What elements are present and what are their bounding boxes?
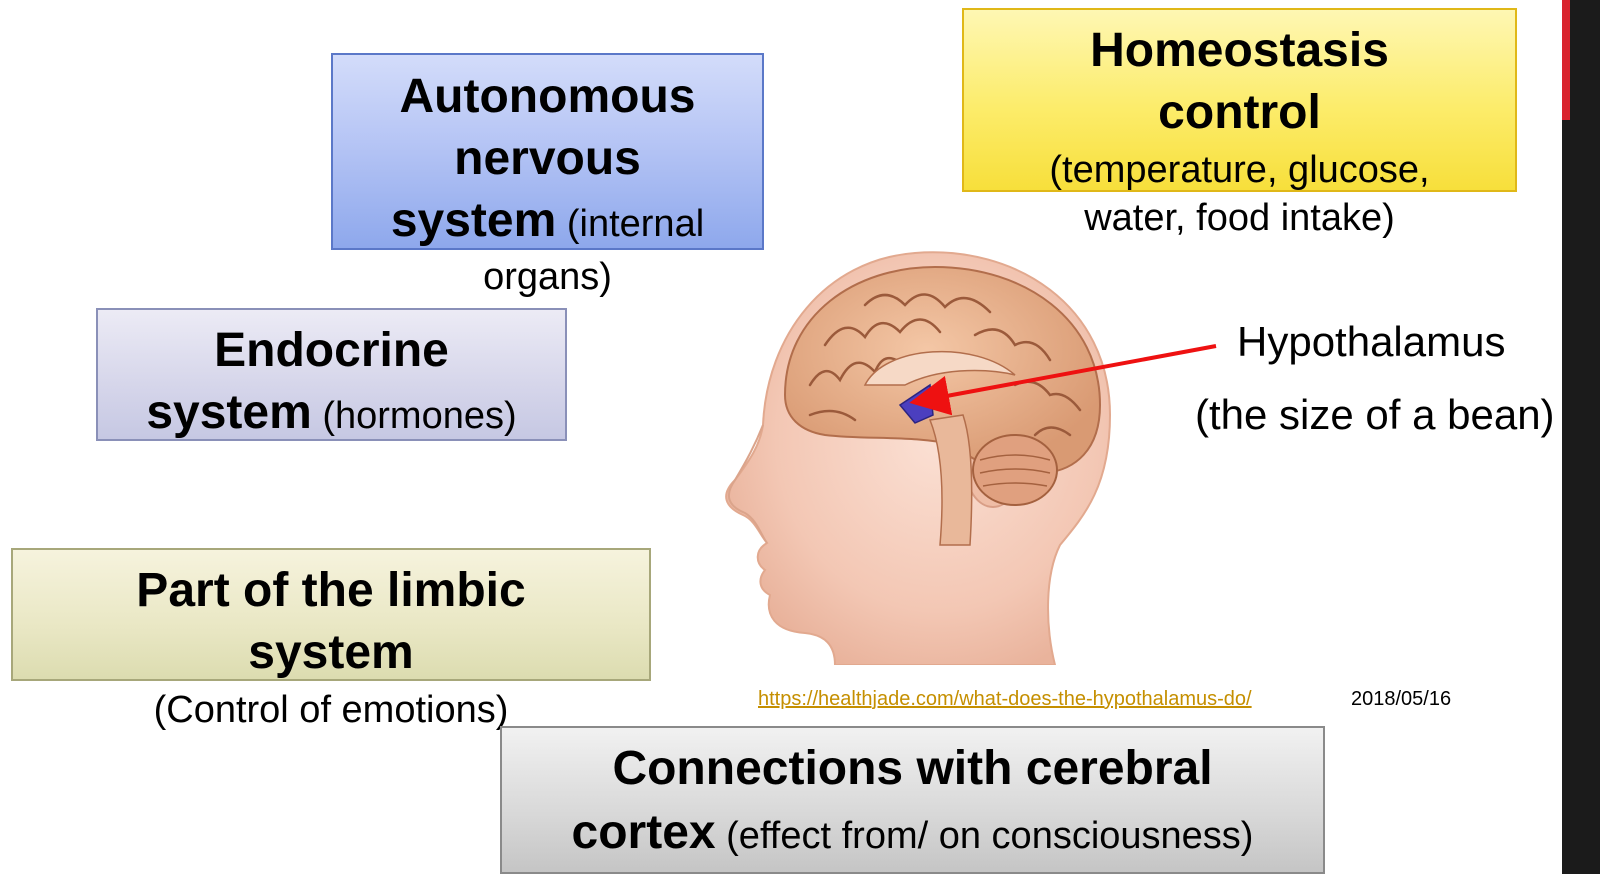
accent-strip bbox=[1562, 0, 1570, 120]
homeostasis-line3: (temperature, glucose, bbox=[962, 148, 1517, 194]
cortex-line2-normal: (effect from/ on consciousness) bbox=[716, 815, 1254, 857]
autonomic-line3-normal: (internal bbox=[556, 203, 704, 245]
cortex-line2-bold: cortex bbox=[572, 806, 716, 859]
edge-strip bbox=[1562, 120, 1600, 874]
autonomic-line1: Autonomous bbox=[331, 68, 764, 126]
endocrine-line2-bold: system bbox=[146, 386, 311, 439]
cortex-line1: Connections with cerebral bbox=[500, 740, 1325, 798]
source-link[interactable]: https://healthjade.com/what-does-the-hyp… bbox=[758, 688, 1252, 711]
hypothalamus-size-note: (the size of a bean) bbox=[1195, 391, 1560, 439]
edge-strip-top bbox=[1570, 0, 1600, 120]
endocrine-line2-normal: (hormones) bbox=[312, 395, 517, 437]
homeostasis-line1: Homeostasis bbox=[962, 22, 1517, 80]
hypothalamus-label: Hypothalamus bbox=[1237, 318, 1505, 366]
autonomic-line2: nervous bbox=[331, 130, 764, 188]
source-date: 2018/05/16 bbox=[1351, 688, 1451, 711]
homeostasis-line4: water, food intake) bbox=[962, 196, 1517, 242]
autonomic-line4: organs) bbox=[331, 255, 764, 301]
endocrine-line2: system (hormones) bbox=[96, 384, 567, 442]
limbic-line1: Part of the limbic bbox=[11, 562, 651, 620]
autonomic-line3: system (internal bbox=[331, 192, 764, 250]
cortex-line2: cortex (effect from/ on consciousness) bbox=[500, 804, 1325, 862]
autonomic-line3-bold: system bbox=[391, 194, 556, 247]
homeostasis-line2: control bbox=[962, 84, 1517, 142]
cerebellum bbox=[973, 435, 1057, 505]
endocrine-line1: Endocrine bbox=[96, 322, 567, 380]
brain-head-illustration bbox=[715, 245, 1125, 665]
limbic-line2: system bbox=[11, 624, 651, 682]
